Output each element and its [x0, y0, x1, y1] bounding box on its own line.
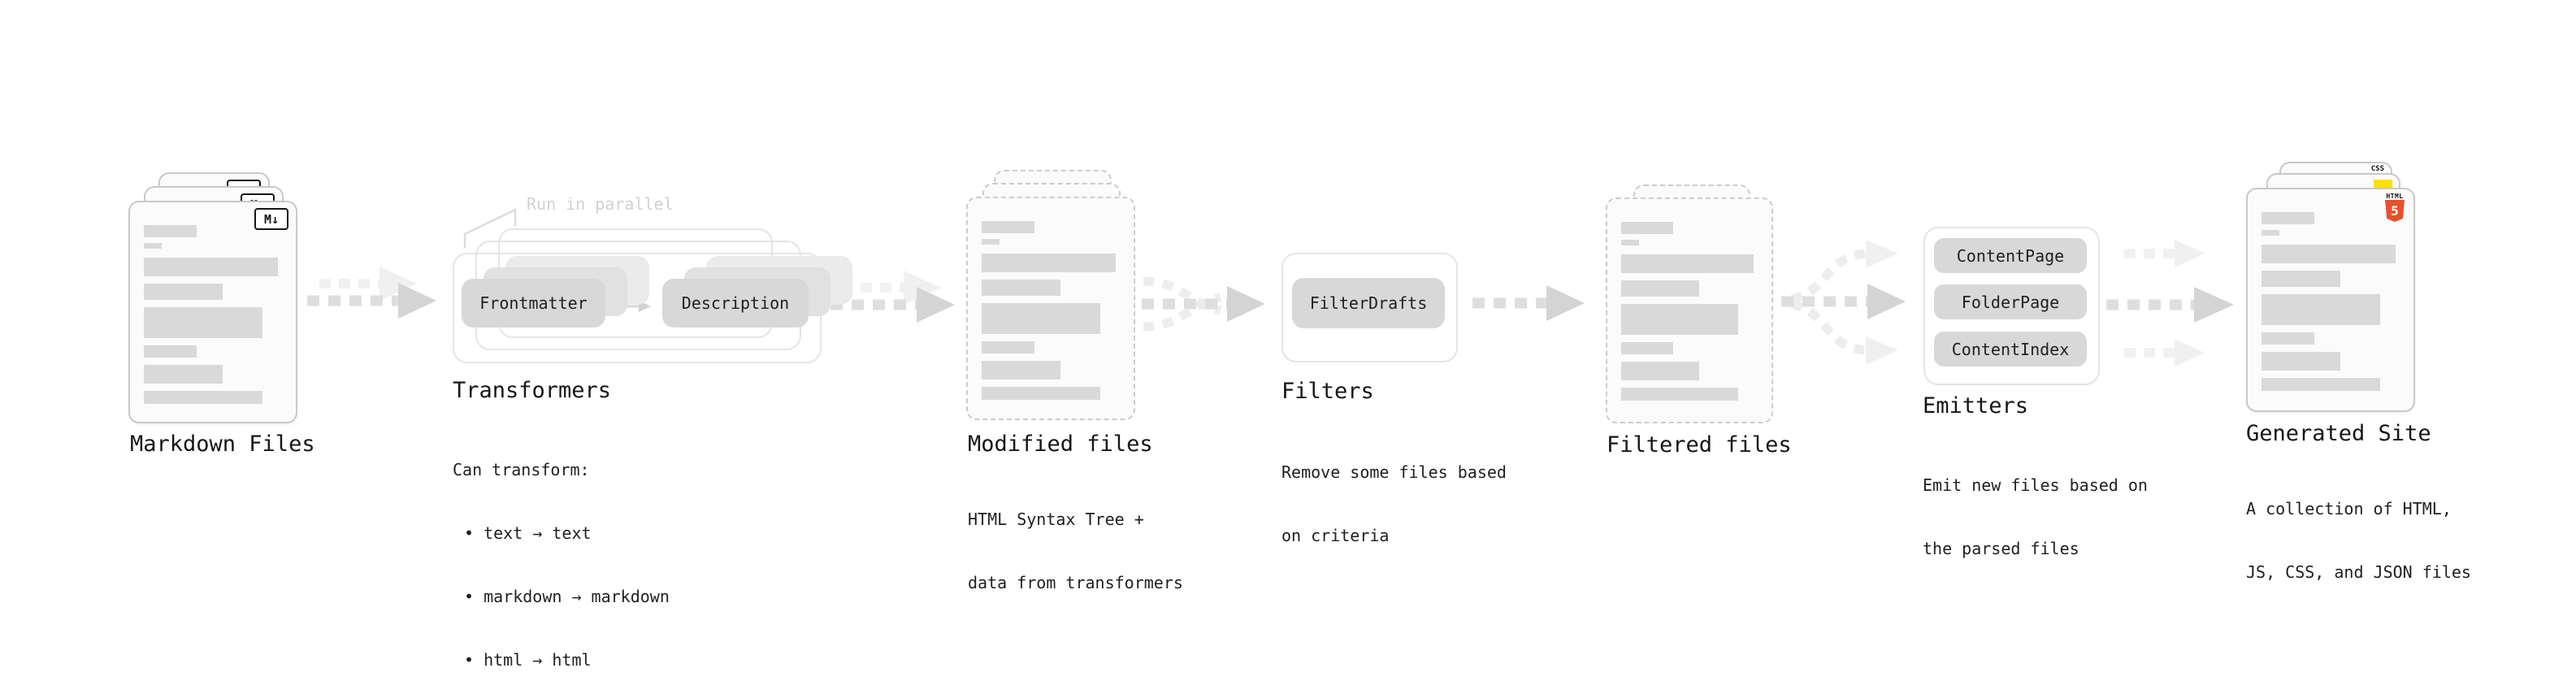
doc-text-lines [982, 221, 1120, 400]
modified-files-description: HTML Syntax Tree + data from transformer… [968, 466, 1183, 635]
doc-text-line [982, 280, 1060, 296]
modified-files-desc-line: data from transformers [968, 573, 1183, 592]
transform-bullet: • text → text [464, 523, 592, 543]
generated-site-desc-line: A collection of HTML, [2246, 499, 2452, 518]
filters-title: Filters [1281, 379, 1374, 404]
doc-text-line [144, 391, 263, 404]
css-icon-label: CSS [2370, 165, 2384, 173]
doc-text-line [144, 284, 223, 300]
doc-text-line [2262, 212, 2314, 224]
doc-text-lines [1621, 222, 1758, 401]
doc-text-line [144, 243, 163, 249]
arrow-filters-to-filtered [1472, 285, 1585, 321]
doc-text-line [2262, 230, 2280, 236]
html5-icon-word: HTML [2386, 193, 2404, 200]
arrow-modified-to-filters [1142, 276, 1265, 332]
emitters-desc-line: the parsed files [1923, 539, 2079, 558]
doc-text-line [1621, 280, 1699, 297]
generated-site-desc-line: JS, CSS, and JSON files [2246, 562, 2471, 582]
doc-text-line [982, 239, 1000, 245]
markdown-icon: M↓ [254, 208, 288, 230]
doc-text-lines [2262, 212, 2400, 391]
html5-icon-shield: 5 [2385, 200, 2405, 222]
emitters-title: Emitters [1923, 393, 2029, 419]
filtered-files-title: Filtered files [1607, 432, 1792, 458]
filters-desc-line: on criteria [1281, 526, 1390, 545]
filters-desc-line: Remove some files based [1281, 462, 1507, 482]
arrow-markdown-to-transformers [307, 267, 436, 319]
filtered-file-card-front [1606, 197, 1773, 423]
doc-text-line [2262, 332, 2314, 345]
contentpage-pill: ContentPage [1934, 238, 2087, 273]
doc-text-line [2262, 245, 2396, 263]
doc-text-lines [144, 225, 282, 404]
run-in-parallel-annotation: Run in parallel [527, 194, 674, 214]
emitters-box [1923, 227, 2100, 385]
markdown-file-card-front: M↓ [128, 201, 297, 423]
doc-text-line [2262, 294, 2381, 325]
doc-text-line [1621, 240, 1639, 245]
folderpage-pill: FolderPage [1934, 284, 2087, 319]
doc-text-line [982, 221, 1034, 233]
doc-text-line [2262, 271, 2340, 287]
doc-text-line [1621, 342, 1673, 354]
arrow-filtered-to-emitters [1781, 240, 1906, 365]
emitters-description: Emit new files based on the parsed files [1923, 432, 2148, 601]
arrow-emitters-to-generated [2106, 240, 2234, 367]
filterdrafts-pill: FilterDrafts [1292, 278, 1445, 328]
doc-text-line [982, 254, 1116, 272]
doc-text-line [1621, 254, 1754, 273]
html5-icon-number: 5 [2391, 203, 2399, 219]
modified-files-desc-line: HTML Syntax Tree + [968, 510, 1144, 529]
javascript-icon [2374, 180, 2392, 189]
doc-text-line [144, 258, 278, 276]
description-pill: Description [662, 279, 809, 327]
html5-icon: HTML 5 [2384, 193, 2405, 222]
filters-description: Remove some files based on criteria [1281, 419, 1507, 588]
doc-text-line [982, 341, 1034, 354]
frontmatter-pill: Frontmatter [462, 279, 605, 327]
generated-site-card-front: HTML 5 [2246, 188, 2415, 412]
doc-text-line [982, 303, 1101, 334]
doc-text-line [1621, 222, 1673, 234]
contentindex-pill: ContentIndex [1934, 332, 2087, 367]
doc-text-line [2262, 378, 2381, 391]
doc-text-line [982, 361, 1060, 380]
doc-text-line [144, 307, 263, 338]
markdown-files-title: Markdown Files [130, 432, 315, 457]
generated-site-title: Generated Site [2246, 421, 2431, 446]
transformers-description: Can transform: • text → text • markdown … [453, 417, 670, 681]
transform-bullet: • markdown → markdown [464, 587, 670, 606]
run-in-parallel-leader-line [463, 208, 517, 248]
modified-file-card-front [966, 197, 1135, 420]
generated-site-description: A collection of HTML, JS, CSS, and JSON … [2246, 456, 2471, 625]
modified-files-title: Modified files [968, 432, 1153, 457]
can-transform-heading: Can transform: [453, 460, 590, 479]
doc-text-line [1621, 388, 1739, 401]
doc-text-line [982, 387, 1101, 400]
filters-box [1281, 253, 1458, 362]
transformers-title: Transformers [453, 378, 612, 403]
doc-text-line [2262, 352, 2340, 371]
doc-text-line [1621, 362, 1699, 380]
doc-text-line [144, 365, 223, 384]
doc-text-line [1621, 304, 1739, 335]
transform-bullet: • html → html [464, 650, 592, 670]
emitters-desc-line: Emit new files based on [1923, 475, 2148, 495]
doc-text-line [144, 345, 197, 358]
doc-text-line [144, 225, 197, 237]
